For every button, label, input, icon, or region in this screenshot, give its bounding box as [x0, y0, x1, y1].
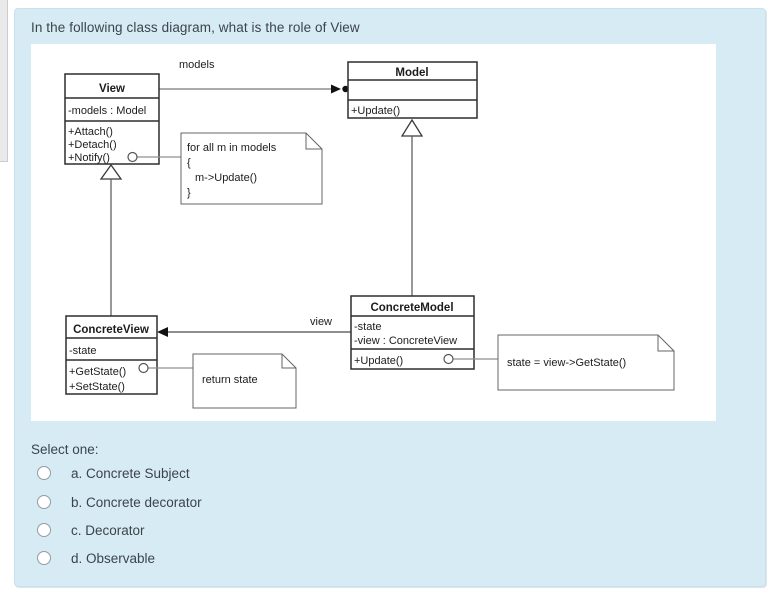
class-box-view: View -models : Model +Attach() +Detach()…: [64, 73, 160, 165]
note-connector-update: [443, 353, 498, 365]
class-box-model: Model +Update(): [347, 61, 478, 119]
concreteview-attribute: -state: [69, 345, 97, 357]
connector-circle-icon: [127, 151, 138, 163]
answer-option-a-label: a. Concrete Subject: [71, 465, 190, 481]
view-attribute: -models : Model: [68, 105, 146, 117]
class-name-model: Model: [395, 67, 428, 79]
concreteview-method-setstate: +SetState(): [69, 381, 125, 393]
radio-button-b[interactable]: [37, 495, 51, 509]
concretemodel-attribute-state: -state: [354, 321, 382, 333]
inheritance-triangle-icon: [400, 118, 424, 137]
answer-option-c[interactable]: c. Decorator: [37, 521, 145, 539]
class-box-concreteview: ConcreteView -state +GetState() +SetStat…: [65, 315, 158, 395]
inheritance-concretemodel-model: [400, 118, 424, 296]
note-line: m->Update(): [195, 172, 257, 184]
answer-option-d[interactable]: d. Observable: [37, 549, 155, 567]
question-text: In the following class diagram, what is …: [31, 20, 360, 35]
concreteview-method-getstate: +GetState(): [69, 366, 126, 378]
note-connector-notify: [127, 151, 181, 163]
connector-circle-icon: [443, 353, 454, 365]
concretemodel-method-update: +Update(): [354, 355, 403, 367]
uml-class-diagram: models View -models : Model +Attach() +D…: [64, 59, 675, 409]
note-fold-corner-icon: [305, 133, 322, 150]
class-name-concreteview: ConcreteView: [73, 324, 149, 336]
aggregation-dot-icon: [342, 85, 349, 93]
radio-button-c[interactable]: [37, 523, 51, 537]
concretemodel-attribute-view: -view : ConcreteView: [354, 335, 457, 347]
inheritance-concreteview-view: [99, 163, 123, 316]
note-line: {: [187, 157, 191, 169]
radio-button-d[interactable]: [37, 551, 51, 565]
answer-option-b-label: b. Concrete decorator: [71, 494, 202, 510]
answer-option-a[interactable]: a. Concrete Subject: [37, 464, 190, 482]
association-models: models: [159, 59, 349, 94]
radio-button-a[interactable]: [37, 466, 51, 480]
class-box-concretemodel: ConcreteModel -state -view : ConcreteVie…: [350, 295, 475, 370]
inheritance-triangle-icon: [99, 163, 123, 180]
select-one-label: Select one:: [31, 442, 99, 457]
answer-option-d-label: d. Observable: [71, 550, 156, 566]
left-edge-panel: [0, 0, 8, 162]
connector-circle-icon: [138, 362, 149, 374]
question-card: In the following class diagram, what is …: [14, 8, 766, 587]
class-diagram-panel: models View -models : Model +Attach() +D…: [31, 44, 716, 421]
arrowhead-icon: [157, 327, 168, 337]
note-line: state = view->GetState(): [507, 357, 626, 369]
note-connector-getstate: [138, 362, 193, 374]
class-name-view: View: [99, 83, 125, 95]
arrowhead-icon: [331, 84, 341, 94]
association-label-view: view: [310, 316, 332, 328]
answer-option-b[interactable]: b. Concrete decorator: [37, 493, 202, 511]
note-getstate: return state: [192, 353, 297, 409]
note-line: }: [187, 187, 191, 199]
view-method-attach: +Attach(): [68, 126, 113, 138]
note-line: return state: [202, 374, 258, 386]
note-fold-corner-icon: [657, 335, 674, 352]
note-notify: for all m in models { m->Update() }: [180, 132, 323, 205]
note-line: for all m in models: [187, 142, 277, 154]
view-method-notify: +Notify(): [68, 152, 110, 164]
class-name-concretemodel: ConcreteModel: [370, 302, 453, 314]
note-update: state = view->GetState(): [497, 334, 675, 391]
model-method-update: +Update(): [351, 105, 400, 117]
association-view: view: [157, 316, 351, 337]
note-fold-corner-icon: [281, 354, 296, 369]
association-label-models: models: [179, 59, 215, 71]
view-method-detach: +Detach(): [68, 139, 117, 151]
answer-option-c-label: c. Decorator: [71, 522, 145, 538]
